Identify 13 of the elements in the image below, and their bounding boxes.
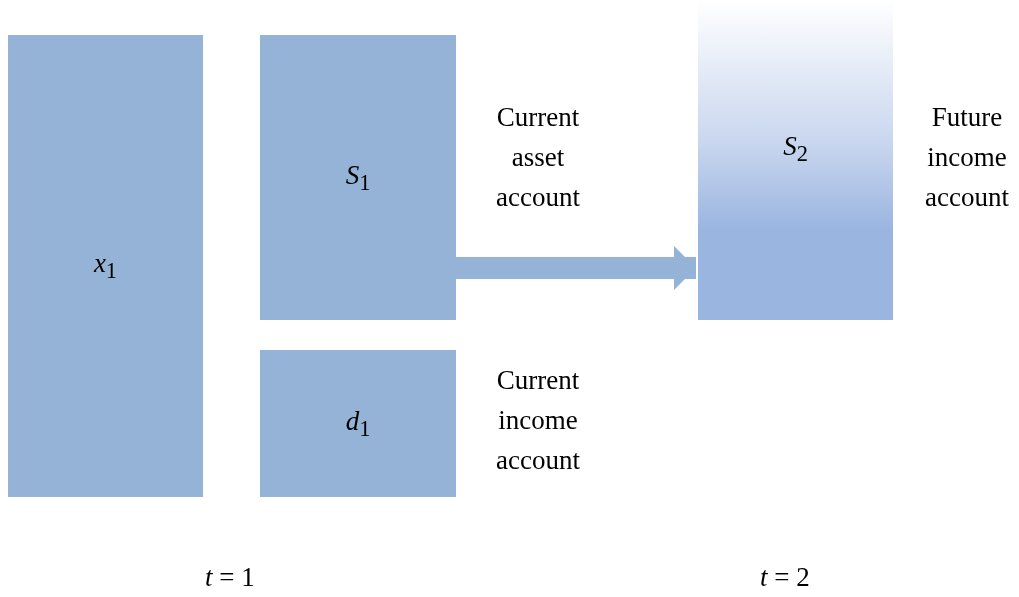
time-label: t = 2: [760, 562, 810, 593]
block-symbol: d$_{1}$: [345, 404, 371, 443]
account-block: [8, 35, 203, 497]
arrow: [456, 246, 696, 290]
account-label: Current asset account: [495, 101, 581, 214]
block-symbol: x$_{1}$: [93, 247, 118, 285]
account-block: [260, 35, 456, 320]
account-block: [260, 350, 456, 497]
block-symbol: S$_{1}$: [345, 158, 371, 197]
account-label: Current income account: [495, 364, 581, 477]
account-label: Future income account: [924, 101, 1010, 214]
time-label: t = 1: [205, 562, 255, 593]
block-symbol: S$_{2}$: [783, 130, 808, 168]
